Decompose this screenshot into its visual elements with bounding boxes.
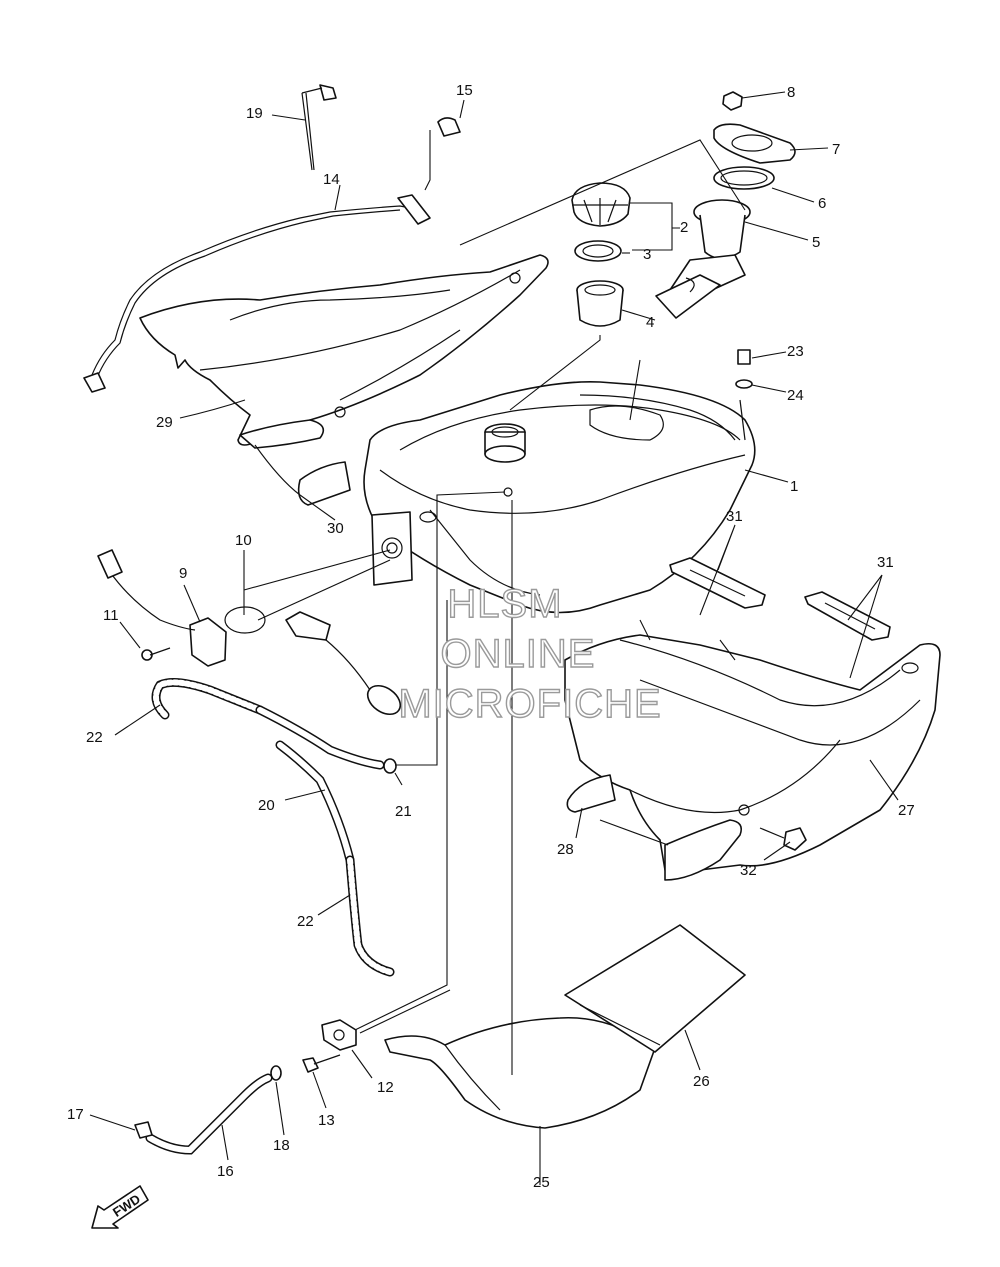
- washer-24[interactable]: [735, 379, 753, 389]
- fuel-pump[interactable]: [655, 199, 751, 319]
- callout-3: 3: [643, 246, 651, 263]
- pad-28[interactable]: [566, 774, 616, 813]
- callout-7: 7: [832, 141, 840, 158]
- callout-6: 6: [818, 195, 826, 212]
- callout-18: 18: [273, 1137, 290, 1154]
- callout-30: 30: [327, 520, 344, 537]
- callout-31-left: 31: [726, 508, 743, 525]
- fuel-cock-12[interactable]: [321, 1019, 357, 1051]
- callout-12: 12: [377, 1079, 394, 1096]
- callout-1: 1: [790, 478, 798, 495]
- callout-5: 5: [812, 234, 820, 251]
- callout-23: 23: [787, 343, 804, 360]
- hose-22-lower[interactable]: [345, 855, 395, 977]
- hose-20[interactable]: [255, 705, 385, 865]
- callout-21: 21: [395, 803, 412, 820]
- callouts: 1 2 3 4 5 6 7 8 9 10 11 12 13 14 15 16 1…: [67, 82, 915, 1191]
- screw-11[interactable]: [141, 647, 171, 661]
- cable-tie-19[interactable]: [301, 84, 337, 171]
- clamp-21[interactable]: [383, 758, 397, 774]
- callout-27: 27: [898, 802, 915, 819]
- fuel-tank[interactable]: [363, 380, 756, 614]
- bolt-13[interactable]: [302, 1054, 341, 1073]
- callout-4: 4: [646, 314, 654, 331]
- right-side-cover[interactable]: [564, 634, 941, 881]
- watermark-line-1: HLSM: [447, 582, 562, 626]
- pump-nut[interactable]: [722, 91, 743, 111]
- forward-arrow: FWD: [91, 1185, 149, 1229]
- heat-protector-25[interactable]: [384, 1016, 656, 1129]
- pad-30[interactable]: [297, 461, 351, 506]
- callout-26: 26: [693, 1073, 710, 1090]
- damper-plate-left[interactable]: [669, 557, 766, 609]
- callout-25: 25: [533, 1174, 550, 1191]
- callout-13: 13: [318, 1112, 335, 1129]
- filler-neck[interactable]: [576, 280, 624, 327]
- callout-9: 9: [179, 565, 187, 582]
- bolt-32[interactable]: [759, 827, 807, 851]
- tank-drain-flange[interactable]: [371, 511, 413, 586]
- callout-24: 24: [787, 387, 804, 404]
- callout-11: 11: [103, 607, 119, 624]
- callout-16: 16: [217, 1163, 234, 1180]
- callout-28: 28: [557, 841, 574, 858]
- callout-8: 8: [787, 84, 795, 101]
- clamp-17[interactable]: [134, 1121, 153, 1139]
- cap-gasket[interactable]: [574, 240, 622, 262]
- fuel-sender[interactable]: [97, 549, 406, 720]
- pump-plate[interactable]: [713, 123, 796, 164]
- callout-22-lower: 22: [297, 913, 314, 930]
- callout-22-upper: 22: [86, 729, 103, 746]
- clamp-18[interactable]: [270, 1065, 282, 1081]
- fuel-cap[interactable]: [571, 182, 631, 227]
- callout-14: 14: [323, 171, 340, 188]
- callout-2: 2: [680, 219, 688, 236]
- callout-15: 15: [456, 82, 473, 99]
- callout-19: 19: [246, 105, 263, 122]
- damper-plate-right[interactable]: [804, 591, 891, 641]
- breather-hose[interactable]: [83, 194, 431, 393]
- fuel-hose-16[interactable]: [145, 1073, 273, 1155]
- tank-nut-23[interactable]: [737, 349, 751, 365]
- callout-32: 32: [740, 862, 757, 879]
- callout-20: 20: [258, 797, 275, 814]
- callout-31-right: 31: [877, 554, 894, 571]
- callout-17: 17: [67, 1106, 84, 1123]
- sheet-26[interactable]: [564, 924, 746, 1053]
- left-side-cover[interactable]: [139, 254, 549, 449]
- leader-lines: [89, 91, 899, 1185]
- watermark-line-3: MICROFICHE: [398, 682, 661, 726]
- hose-clamp-15[interactable]: [437, 117, 461, 137]
- hose-22-upper[interactable]: [151, 677, 265, 720]
- watermark-line-2: ONLINE: [441, 632, 596, 676]
- callout-10: 10: [235, 532, 252, 549]
- watermark: HLSM ONLINE MICROFICHE: [398, 581, 662, 726]
- pump-gasket[interactable]: [713, 166, 775, 190]
- callout-29: 29: [156, 414, 173, 431]
